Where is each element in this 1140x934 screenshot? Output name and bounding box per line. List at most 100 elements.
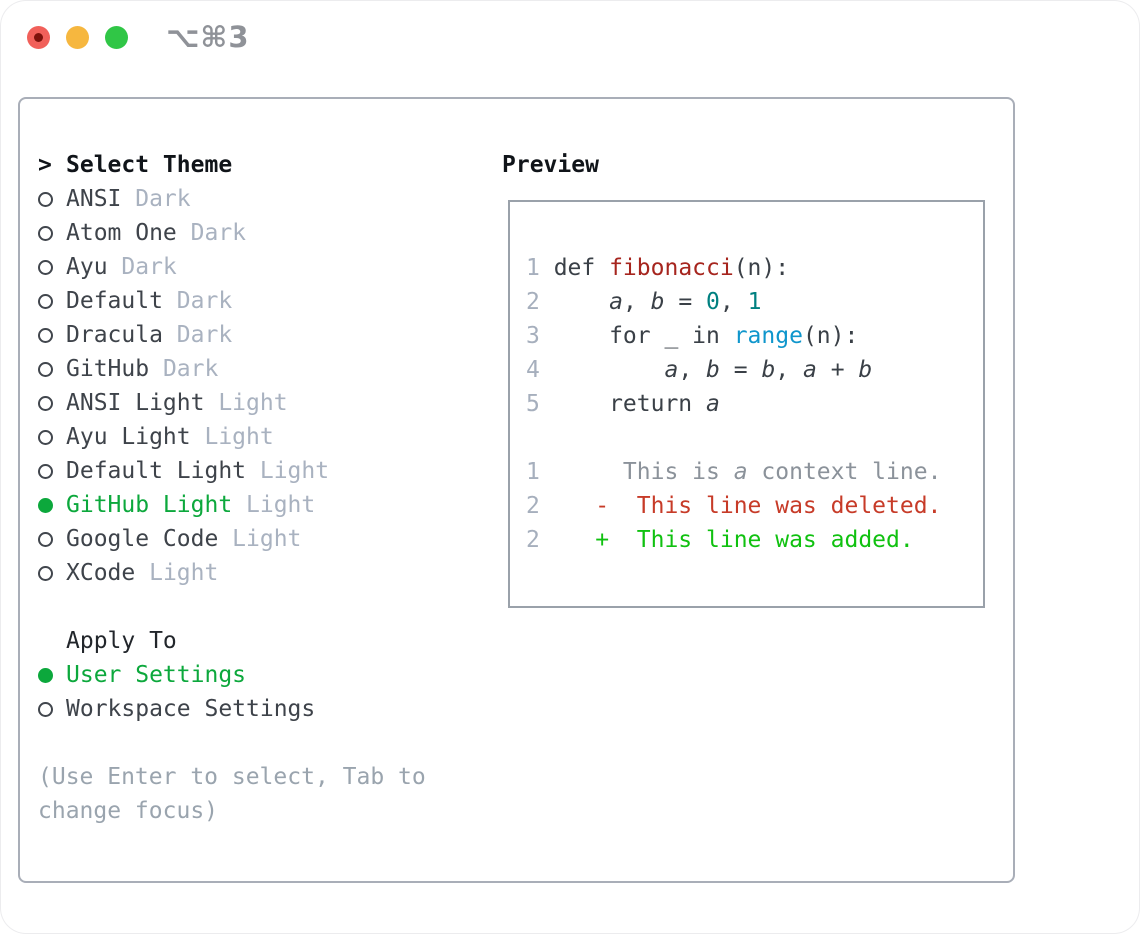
- theme-variant: Dark: [176, 322, 233, 348]
- code-token-plain: def: [553, 255, 610, 281]
- code-line: 3 for _ in range(n):: [526, 319, 983, 353]
- code-token-plain: ,: [719, 289, 748, 315]
- code-token-variable: a: [609, 289, 623, 315]
- line-number: 1: [526, 255, 540, 281]
- theme-variant: Dark: [176, 288, 233, 314]
- code-token-plain: ,: [678, 357, 707, 383]
- radio-icon: [38, 293, 53, 309]
- theme-option[interactable]: Dracula Dark: [38, 318, 502, 352]
- theme-variant: Light: [204, 424, 274, 450]
- line-number: 3: [526, 323, 540, 349]
- radio-cell: [38, 395, 66, 411]
- radio-cell: [38, 701, 66, 717]
- radio-cell: [38, 667, 66, 683]
- code-token-context-variable: a: [733, 459, 748, 485]
- close-button[interactable]: [27, 26, 50, 49]
- theme-name: Default Light: [66, 458, 247, 484]
- code-token-plain: return: [553, 391, 707, 417]
- line-number: 2: [526, 527, 540, 553]
- apply-option-label: User Settings: [66, 662, 247, 688]
- line-number: 5: [526, 391, 540, 417]
- code-token-plain: ,: [775, 357, 803, 383]
- radio-cell: [38, 259, 66, 275]
- minimize-button[interactable]: [66, 26, 89, 49]
- radio-icon: [38, 225, 53, 241]
- apply-to-header: Apply To: [38, 624, 502, 658]
- code-line: 2 a, b = 0, 1: [526, 285, 983, 319]
- theme-picker-title: Select Theme: [66, 152, 233, 178]
- traffic-lights: [27, 26, 128, 49]
- line-number: 2: [526, 289, 540, 315]
- theme-option[interactable]: GitHub Light Light: [38, 488, 502, 522]
- theme-name: ANSI Light: [66, 390, 205, 416]
- code-token-function: fibonacci: [609, 255, 734, 281]
- theme-option[interactable]: Ayu Dark: [38, 250, 502, 284]
- theme-list-header: > Select Theme: [38, 148, 502, 182]
- theme-name: Google Code: [66, 526, 219, 552]
- code-token-variable: b: [706, 357, 720, 383]
- radio-icon: [38, 327, 53, 343]
- code-token-plain: [554, 357, 665, 383]
- radio-icon: [38, 701, 53, 717]
- radio-cell: [38, 225, 66, 241]
- theme-name: Ayu: [66, 254, 108, 280]
- theme-variant: Dark: [135, 186, 191, 212]
- record-dot-icon: [34, 33, 43, 42]
- theme-variant: Dark: [190, 220, 247, 246]
- preview-title: Preview: [502, 152, 599, 178]
- radio-cell: [38, 191, 66, 207]
- theme-option[interactable]: ANSI Dark: [38, 182, 502, 216]
- preview-header: Preview: [502, 148, 999, 182]
- apply-option[interactable]: Workspace Settings: [38, 692, 502, 726]
- code-token-variable: b: [650, 289, 665, 315]
- prompt-icon: >: [38, 152, 52, 178]
- code-token-variable: b: [858, 357, 873, 383]
- code-token-builtin: range: [733, 323, 803, 349]
- radio-icon: [38, 395, 53, 411]
- code-line: 4 a, b = b, a + b: [526, 353, 983, 387]
- radio-selected-icon: [38, 497, 53, 513]
- radio-icon: [38, 361, 53, 377]
- theme-name: Dracula: [66, 322, 163, 348]
- code-token-variable: b: [761, 357, 776, 383]
- radio-icon: [38, 463, 53, 479]
- line-number: 2: [526, 493, 540, 519]
- code-token-plain: +: [816, 357, 859, 383]
- theme-variant: Dark: [162, 356, 219, 382]
- theme-option[interactable]: GitHub Dark: [38, 352, 502, 386]
- code-token-plain: [554, 289, 609, 315]
- code-token-variable: a: [706, 391, 720, 417]
- titlebar: ⌥⌘3: [0, 0, 1140, 74]
- radio-cell: [38, 361, 66, 377]
- code-token-plain: (n):: [802, 323, 859, 349]
- window-shortcut-label: ⌥⌘3: [166, 20, 250, 54]
- theme-name: GitHub Light: [66, 492, 233, 518]
- diff-line: 1 This is a context line.: [526, 455, 983, 489]
- zoom-button[interactable]: [105, 26, 128, 49]
- radio-cell: [38, 565, 66, 581]
- apply-option[interactable]: User Settings: [38, 658, 502, 692]
- hint-text-line: (Use Enter to select, Tab to: [38, 764, 426, 790]
- code-token-context: This is: [553, 459, 734, 485]
- diff-line: 2 + This line was added.: [526, 523, 983, 557]
- spacer: [38, 726, 502, 760]
- radio-cell: [38, 327, 66, 343]
- code-token-added: + This line was added.: [553, 527, 914, 553]
- theme-variant: Dark: [121, 254, 177, 280]
- radio-cell: [38, 293, 66, 309]
- theme-variant: Light: [149, 560, 219, 586]
- radio-cell: [38, 531, 66, 547]
- theme-name: ANSI: [66, 186, 122, 212]
- theme-variant: Light: [246, 492, 316, 518]
- radio-icon: [38, 429, 53, 445]
- theme-name: GitHub: [66, 356, 150, 382]
